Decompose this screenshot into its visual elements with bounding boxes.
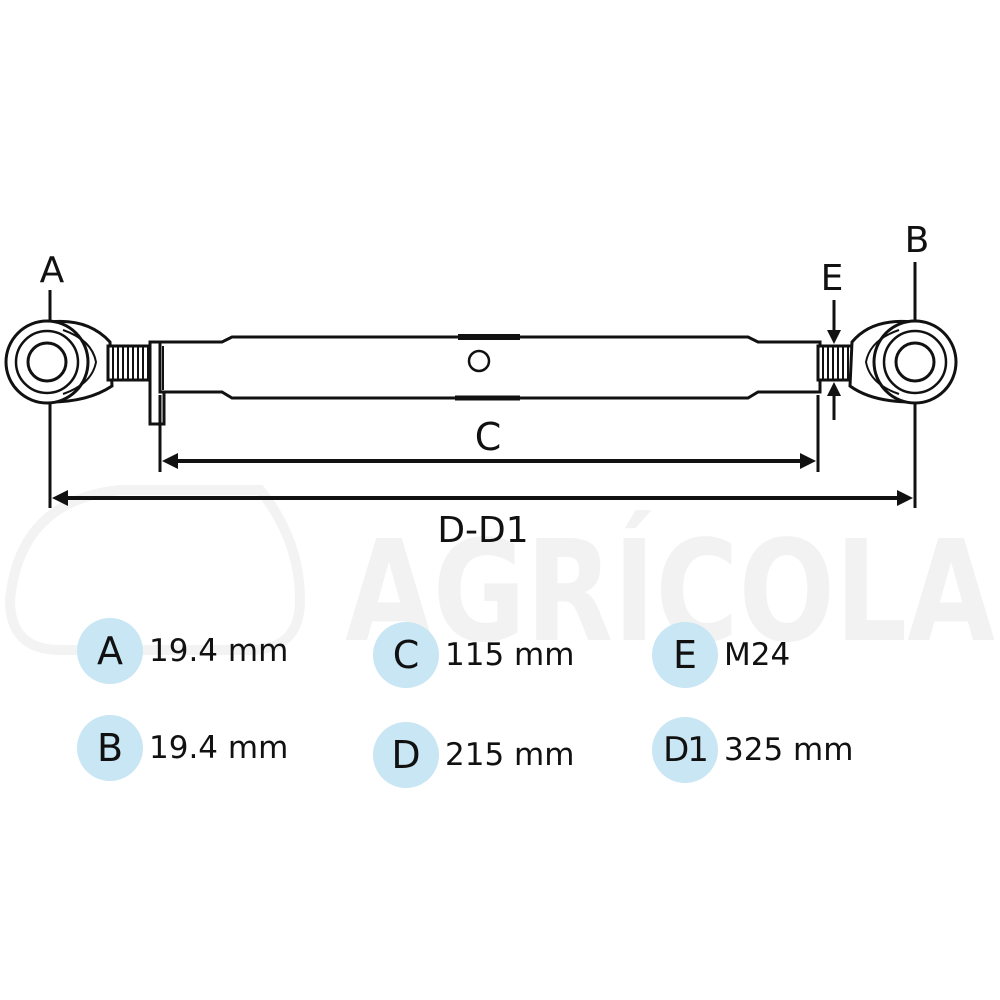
spec-d-badge: D — [373, 722, 439, 788]
spec-a-badge: A — [77, 618, 143, 684]
spec-c-badge: C — [373, 622, 439, 688]
spec-b: B 19.4 mm — [77, 715, 288, 781]
label-c: C — [475, 415, 502, 459]
watermark-tractor-icon — [4, 485, 306, 655]
dimension-c-arrow-left — [162, 453, 178, 469]
left-thread — [106, 344, 154, 382]
dimension-e-arrow-bottom-head — [827, 382, 841, 396]
right-thread — [816, 344, 854, 382]
spec-d-value: 215 mm — [445, 737, 575, 773]
spec-d: D 215 mm — [373, 722, 574, 788]
dimension-c-arrow-right — [800, 453, 816, 469]
label-a: A — [40, 250, 65, 291]
label-b: B — [905, 220, 930, 261]
spec-d1-value: 325 mm — [724, 732, 854, 768]
dimension-e-arrow-top-head — [827, 330, 841, 344]
right-ball-joint — [848, 319, 958, 405]
spec-c: C 115 mm — [373, 622, 574, 688]
dimension-dd1-arrow-right — [897, 490, 913, 506]
adjuster-tube — [158, 334, 822, 401]
spec-d1-badge: D1 — [652, 717, 718, 783]
label-d-d1: D-D1 — [437, 510, 528, 551]
spec-e-badge: E — [652, 622, 718, 688]
left-ball-joint — [4, 319, 114, 405]
spec-d1: D1 325 mm — [652, 717, 853, 783]
tube-hole — [467, 349, 491, 373]
spec-e: E M24 — [652, 622, 790, 688]
spec-a-value: 19.4 mm — [149, 633, 289, 669]
spec-c-value: 115 mm — [445, 637, 575, 673]
spec-a: A 19.4 mm — [77, 618, 288, 684]
dimension-dd1-arrow-left — [52, 490, 68, 506]
spec-b-badge: B — [77, 715, 143, 781]
spec-b-value: 19.4 mm — [149, 730, 289, 766]
spec-e-value: M24 — [724, 637, 791, 673]
label-e: E — [821, 258, 844, 299]
